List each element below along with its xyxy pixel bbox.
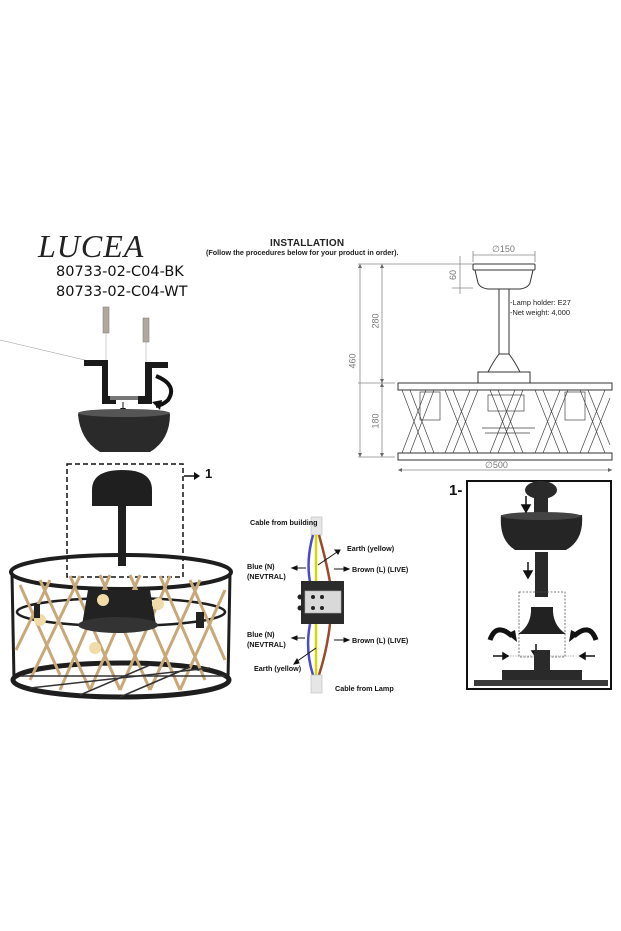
label-earth-bottom: Earth (yellow)	[254, 664, 302, 673]
motor-housing	[92, 470, 152, 506]
installation-title: INSTALLATION	[270, 238, 345, 249]
cable-from-lamp-sheath	[310, 674, 323, 694]
label-cable-from-lamp: Cable from Lamp	[335, 684, 394, 693]
installation-subtitle: (Follow the procedures below for your pr…	[206, 248, 399, 257]
model-number-wt: 80733-02-C04-WT	[56, 284, 188, 300]
canopy-bowl	[500, 515, 583, 550]
callout-label: 1	[205, 466, 213, 481]
callout-box	[66, 463, 184, 578]
brand-name: LUCEA	[38, 228, 145, 264]
label-blue-bottom-1: Blue (N)	[247, 630, 275, 639]
cage-lattice-drawing	[401, 389, 611, 454]
spec-lamp-holder: -Lamp holder: E27	[510, 298, 571, 307]
label-brown-bottom: Brown (L) (LIVE)	[352, 636, 409, 645]
mounting-bracket	[84, 360, 168, 404]
label-earth-top: Earth (yellow)	[347, 544, 395, 553]
label-brown-top: Brown (L) (LIVE)	[352, 565, 409, 574]
model-number-bk: 80733-02-C04-BK	[56, 264, 184, 280]
spec-net-weight: -Net weight: 4,000	[510, 308, 570, 317]
label-blue-top-2: (NEVTRAL)	[247, 572, 286, 581]
label-blue-top-1: Blue (N)	[247, 562, 275, 571]
coupler-bell	[518, 607, 566, 634]
step-1-label: 1-	[449, 482, 463, 499]
label-cable-from-building: Cable from building	[250, 518, 318, 527]
fan-cage	[9, 553, 233, 700]
canopy-cover	[78, 410, 170, 452]
dim-canopy-diameter: ∅150	[492, 244, 515, 254]
label-blue-bottom-2: (NEVTRAL)	[247, 640, 286, 649]
callout-arrow-icon	[194, 472, 200, 480]
dim-cage-diameter: ∅500	[485, 460, 508, 470]
